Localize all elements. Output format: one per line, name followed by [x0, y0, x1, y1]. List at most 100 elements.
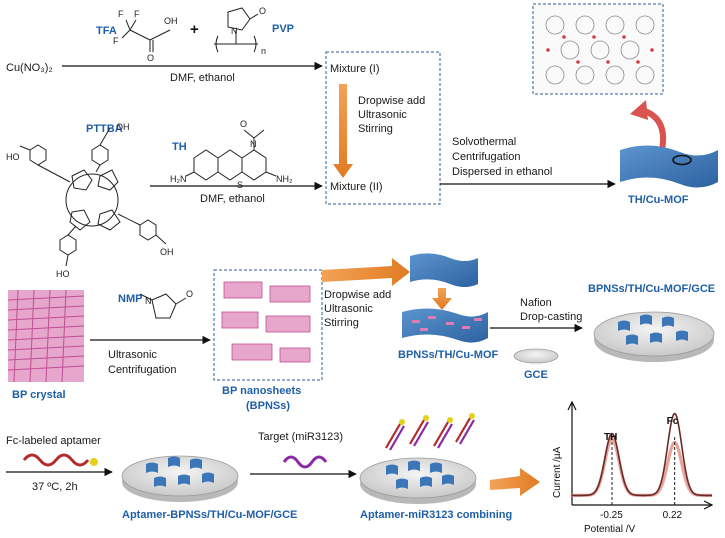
mof-lattice-nodes: [546, 35, 654, 64]
chart-y-axis-arrow: [567, 400, 577, 411]
post-step-3: Dispersed in ethanol: [452, 166, 552, 178]
pvp-structure: [214, 7, 259, 53]
th-n: N: [250, 139, 257, 149]
tfa-f1: F: [118, 9, 124, 19]
modified-electrode: [593, 311, 715, 362]
incubation-label: 37 ºC, 2h: [32, 481, 78, 493]
dpv-series-1: [572, 412, 712, 497]
th-s: S: [237, 180, 243, 190]
electrode-label: BPNSs/TH/Cu-MOF/GCE: [588, 283, 715, 295]
pvp-o: O: [259, 6, 266, 16]
combined-electrode: [359, 413, 477, 504]
nanosheets-abbr: (BPNSs): [246, 400, 290, 412]
aptamer-label: Fc-labeled aptamer: [6, 435, 101, 447]
mof-zoom-circle: [672, 154, 692, 166]
exfoliation-step-2: Centrifugation: [108, 364, 177, 376]
composite-label: BPNSs/TH/Cu-MOF: [398, 349, 499, 361]
nmp-label: NMP: [118, 293, 142, 305]
nanosheets-box: [213, 269, 323, 381]
th-structure: [185, 129, 277, 181]
nmp-o: O: [186, 289, 193, 299]
orange-arrow-to-chart: [490, 468, 540, 496]
cu-nitrate-label: Cu(NO₃)₂: [6, 62, 53, 74]
mixture-2-label: Mixture (II): [330, 181, 383, 193]
mof-sheet-small: [410, 253, 478, 287]
chart-xlabel: Potential /V: [584, 524, 635, 535]
fc-label-dot: [90, 458, 98, 466]
pvp-subscript: n: [261, 46, 266, 56]
mixture-1-label: Mixture (I): [330, 63, 380, 75]
bp-crystal-image: [7, 289, 85, 383]
nafion-step-1: Nafion: [520, 297, 552, 309]
nafion-step-2: Drop-casting: [520, 311, 582, 323]
chart-annotation-fc: Fc: [667, 416, 679, 427]
combining-label: Aptamer-miR3123 combining: [360, 509, 512, 521]
mof-label: TH/Cu-MOF: [628, 194, 689, 206]
aptamer-electrode: [121, 455, 239, 502]
dropwise-step-1: Dropwise add: [358, 95, 425, 107]
chart-tick-label-2: 0.22: [663, 510, 683, 521]
tfa-o: O: [147, 53, 154, 63]
composite-step-2: Ultrasonic: [324, 303, 373, 315]
pttba-label: PTTBA: [86, 123, 123, 135]
nmp-n: N: [145, 296, 152, 306]
chart-annotation-th: TH: [604, 432, 617, 443]
pttba-ho-bottom: HO: [56, 269, 70, 279]
post-step-2: Centrifugation: [452, 151, 521, 163]
bp-crystal-label: BP crystal: [12, 389, 66, 401]
row-3-sensing: Fc-labeled aptamer 37 ºC, 2h Aptamer-BPN…: [6, 413, 540, 521]
zoom-arrow-head: [630, 100, 648, 120]
dropwise-step-3: Stirring: [358, 123, 393, 135]
chart-x-axis-arrow: [703, 500, 714, 510]
aptamer-strand: [22, 453, 90, 467]
post-step-1: Solvothermal: [452, 136, 516, 148]
tfa-structure: [121, 19, 171, 52]
tfa-f2: F: [134, 9, 140, 19]
row-2-composite: BP crystal NMP N O Ultrasonic Centrifuga…: [7, 253, 715, 412]
pttba-ho-left: HO: [6, 152, 20, 162]
pvp-label: PVP: [272, 23, 294, 35]
mof-sheet: [620, 145, 718, 188]
orange-arrow-right: [322, 258, 410, 286]
chart-ylabel: Current /µA: [552, 446, 563, 498]
th-h2n: H₂N: [170, 174, 187, 184]
mof-lattice-pattern: [545, 15, 655, 85]
target-strand: [282, 455, 328, 469]
nanosheets-label: BP nanosheets: [222, 385, 301, 397]
plus-sign: +: [190, 21, 199, 38]
th-o: O: [240, 119, 247, 129]
nanosheets-image: [221, 281, 311, 363]
th-nh2: NH₂: [276, 174, 293, 184]
composite-step-1: Dropwise add: [324, 289, 391, 301]
mixture-box: [325, 51, 441, 205]
pttba-oh-top: OH: [116, 122, 130, 132]
target-label: Target (miR3123): [258, 431, 343, 443]
dpv-series-2: [571, 437, 713, 497]
dpv-plot-area: -0.25 0.22 TH Fc: [567, 400, 714, 521]
aptamer-electrode-label: Aptamer-BPNSs/TH/Cu-MOF/GCE: [122, 509, 297, 521]
mof-lattice-inset: [532, 3, 664, 95]
composite-step-3: Stirring: [324, 317, 359, 329]
pvp-n: N: [231, 26, 238, 36]
nmp-structure: [139, 293, 187, 319]
solvent-label-2: DMF, ethanol: [200, 193, 265, 205]
tfa-f3: F: [113, 36, 119, 46]
pttba-oh-right: OH: [160, 247, 174, 257]
orange-arrow-down-small: [432, 288, 452, 310]
solvent-label-1: DMF, ethanol: [170, 72, 235, 84]
row-1-mof-synthesis: Cu(NO₃)₂ DMF, ethanol TFA F F F OH O +: [6, 3, 718, 279]
chart-tick-label-1: -0.25: [600, 510, 623, 521]
tfa-label: TFA: [96, 25, 117, 37]
dpv-chart: -0.25 0.22 TH Fc Potential /V Current /µA: [552, 400, 714, 535]
gce-disc: [513, 348, 559, 364]
exfoliation-step-1: Ultrasonic: [108, 349, 157, 361]
gce-label: GCE: [524, 369, 548, 381]
orange-arrow-down: [333, 84, 353, 178]
composite-sheet: [402, 308, 488, 343]
composite-particles: [412, 316, 482, 331]
pttba-structure: [19, 127, 167, 267]
tfa-oh: OH: [164, 16, 178, 26]
dropwise-step-2: Ultrasonic: [358, 109, 407, 121]
th-label: TH: [172, 141, 187, 153]
